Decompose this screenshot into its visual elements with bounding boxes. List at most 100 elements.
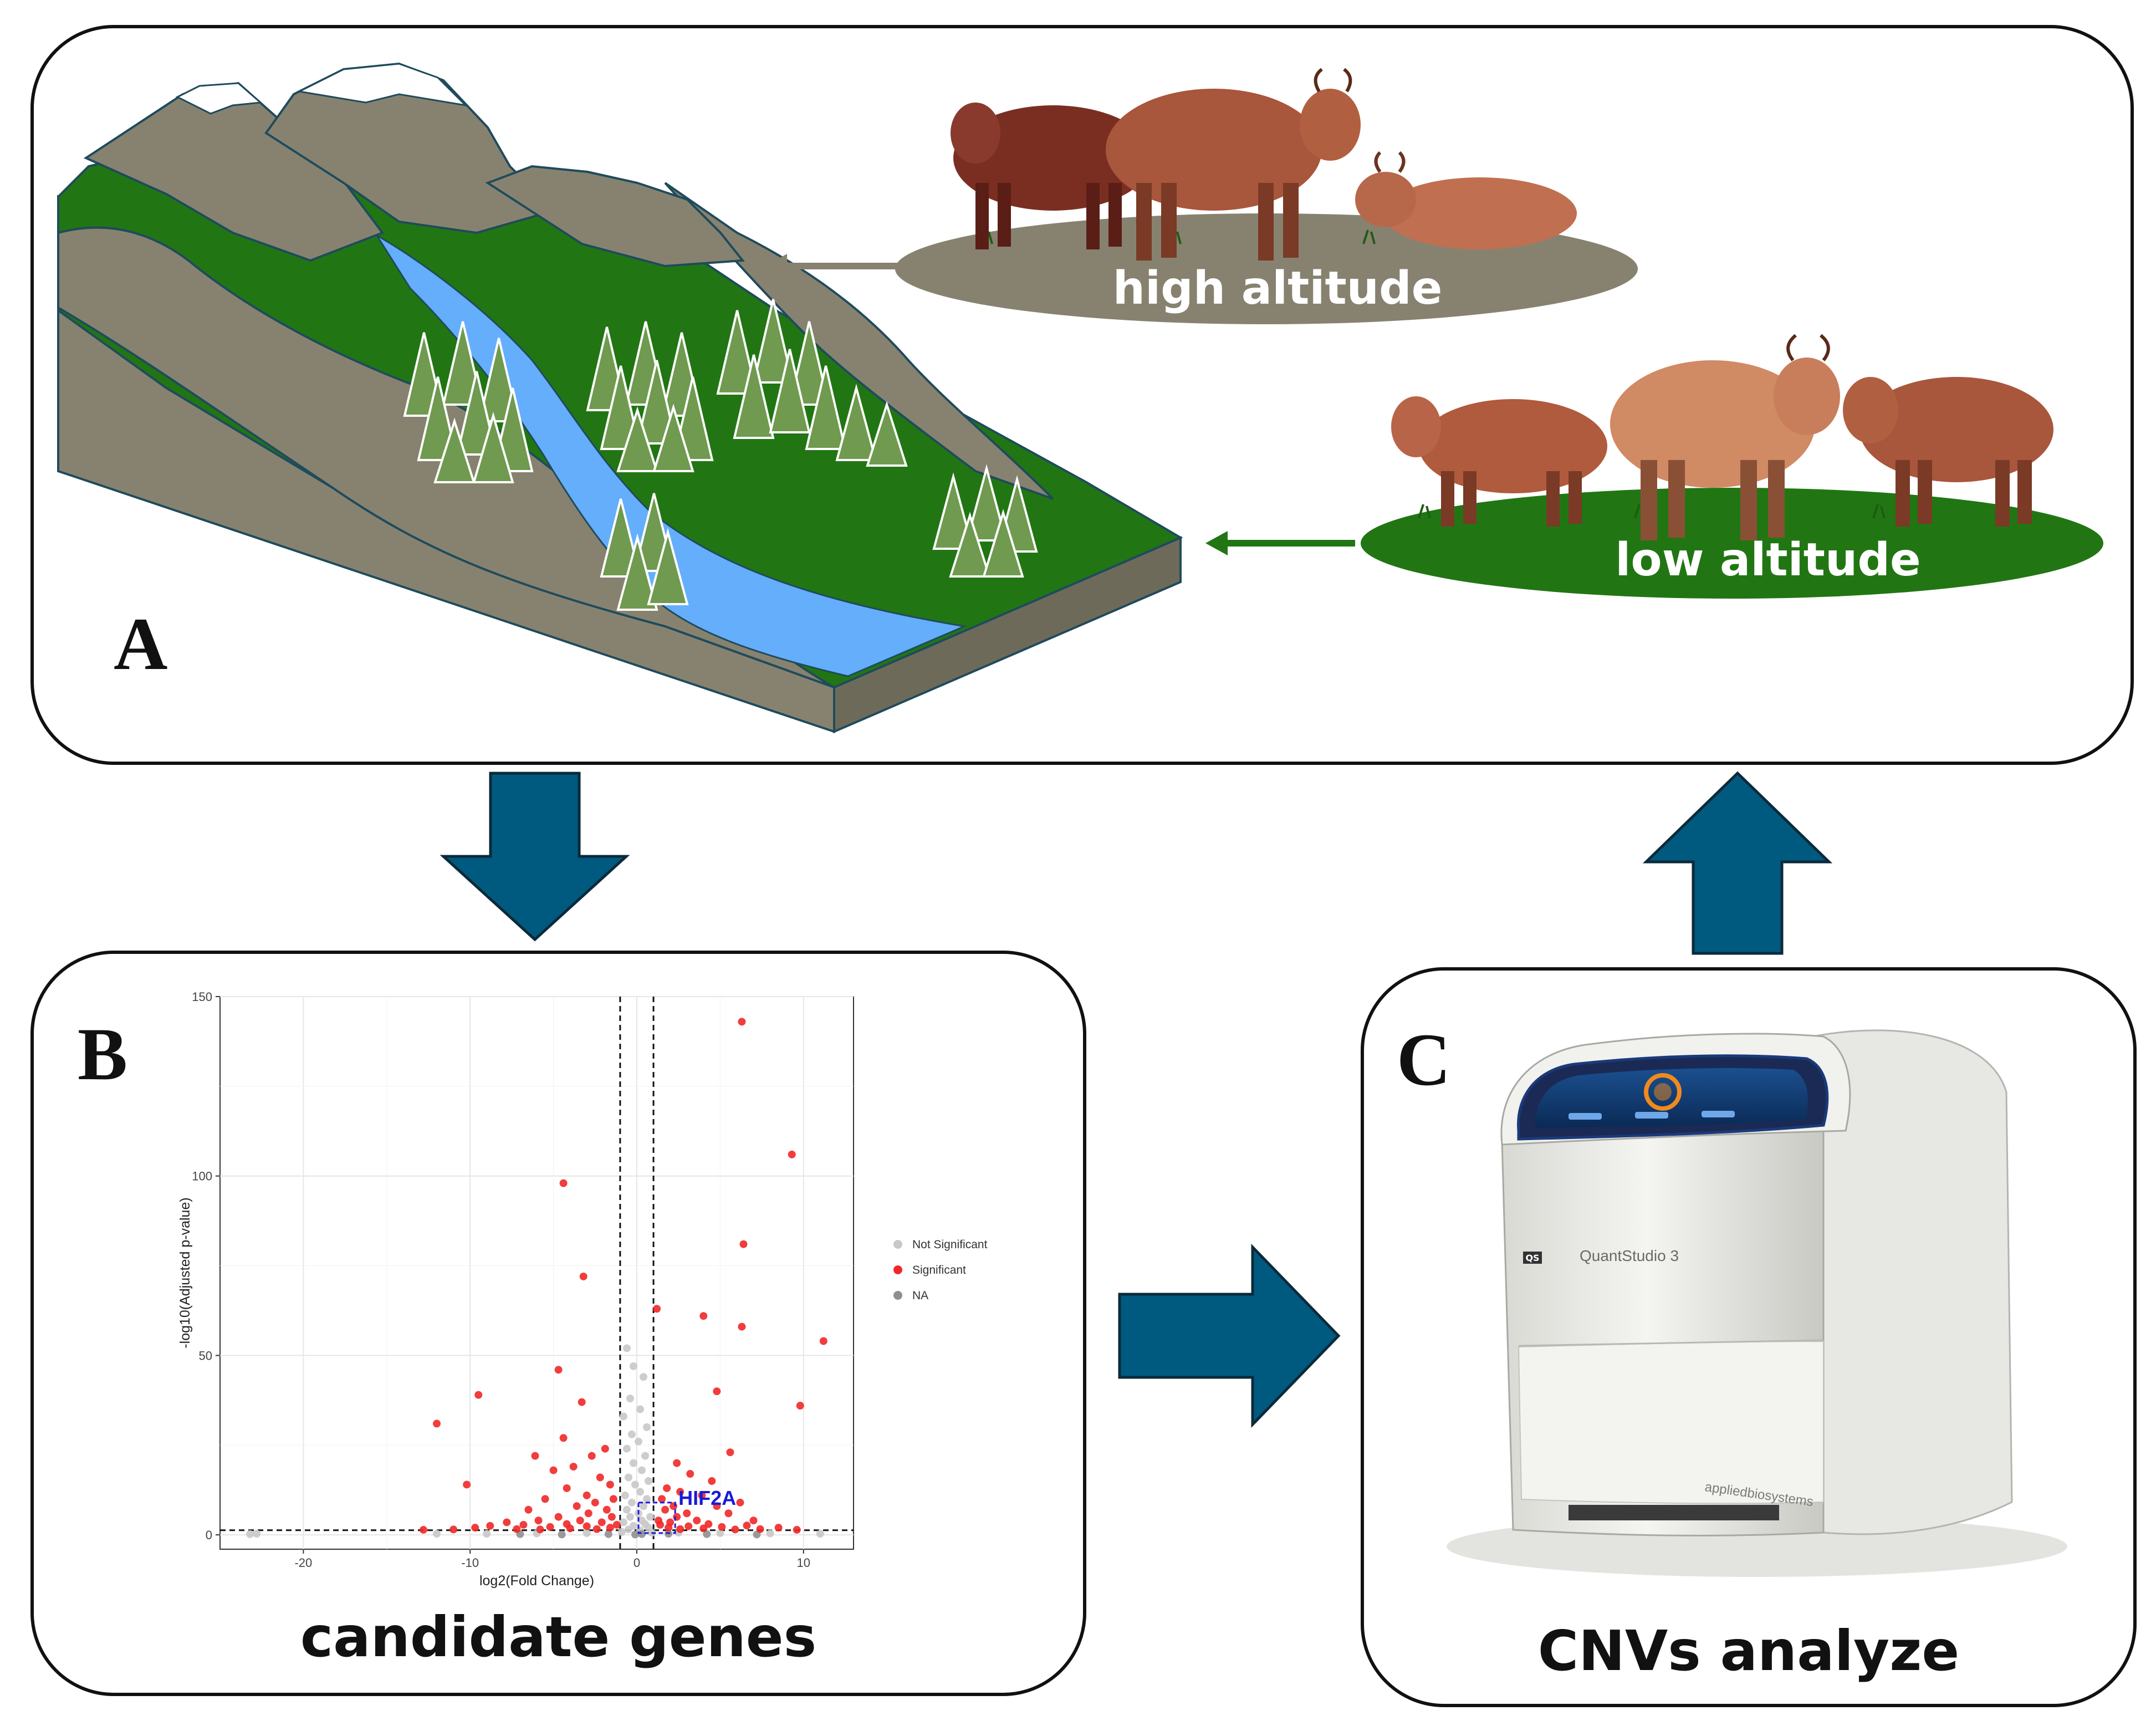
qpcr-instrument: QS QuantStudio 3 appliedbiosystems (1447, 1029, 2067, 1577)
data-point (684, 1522, 693, 1530)
data-point (597, 1518, 606, 1526)
data-point (536, 1525, 544, 1534)
instrument-foot (1569, 1505, 1779, 1520)
data-point (676, 1525, 684, 1533)
data-point (676, 1488, 684, 1496)
cow-icon (1391, 396, 1607, 527)
x-tick-label: 10 (797, 1556, 810, 1570)
instrument-drawer (1518, 1340, 1824, 1504)
data-point (816, 1530, 824, 1538)
touchscreen (1535, 1068, 1808, 1128)
data-point (612, 1520, 621, 1529)
low-altitude-label: low altitude (1615, 534, 1920, 586)
data-point (698, 1491, 706, 1499)
data-point (643, 1423, 651, 1431)
plot-annotation: HIF2A (637, 1487, 736, 1534)
data-point (766, 1529, 774, 1538)
high-altitude-label: high altitude (1113, 262, 1443, 315)
y-tick-label: 150 (192, 990, 212, 1004)
model-label: QuantStudio 3 (1580, 1247, 1679, 1264)
tree-cluster-far-right (932, 464, 1038, 578)
data-point (578, 1398, 586, 1406)
data-point (609, 1495, 617, 1503)
data-point (716, 1529, 724, 1537)
legend-label: NA (912, 1289, 928, 1302)
data-point (738, 1018, 746, 1026)
data-point (463, 1480, 471, 1489)
data-point (246, 1530, 254, 1538)
screen-status-ring (1644, 1073, 1682, 1111)
data-point (433, 1419, 441, 1428)
data-point (587, 1452, 596, 1460)
x-tick-label: -10 (461, 1556, 479, 1570)
instrument-side-body (1811, 1029, 2013, 1535)
panel-b-letter: B (78, 1013, 128, 1096)
data-point (673, 1513, 681, 1521)
tree-cluster-center (586, 321, 714, 472)
low-altitude-cattle (1391, 334, 2053, 540)
data-point (653, 1305, 661, 1313)
data-point (726, 1448, 734, 1457)
panel-b-caption: candidate genes (300, 1605, 817, 1669)
data-point (713, 1387, 721, 1396)
data-point (583, 1529, 591, 1537)
data-point (534, 1516, 543, 1525)
data-point (703, 1530, 711, 1538)
data-point (627, 1430, 636, 1438)
data-point (686, 1470, 694, 1478)
data-point (622, 1444, 631, 1453)
cow-icon (1106, 68, 1361, 261)
hif2a-highlight-box (637, 1502, 676, 1534)
legend-swatch (893, 1265, 902, 1274)
data-point (592, 1525, 601, 1533)
data-point (636, 1488, 644, 1496)
data-point (743, 1521, 751, 1530)
plot-panel (219, 996, 854, 1550)
data-point (683, 1509, 691, 1518)
data-point (713, 1502, 721, 1510)
data-point (602, 1505, 611, 1514)
data-point (645, 1477, 653, 1485)
data-point (819, 1337, 827, 1345)
data-point (624, 1473, 632, 1482)
data-point (513, 1525, 521, 1533)
low-altitude-arrow (1205, 531, 1355, 555)
data-point (663, 1484, 671, 1492)
data-point (739, 1240, 748, 1248)
data-point (559, 1434, 568, 1442)
legend-swatch (893, 1240, 902, 1249)
data-point (606, 1480, 614, 1489)
panel-c-letter: C (1397, 1019, 1451, 1101)
data-point (583, 1522, 591, 1530)
data-point (756, 1525, 764, 1533)
data-point (579, 1272, 587, 1280)
data-point (646, 1513, 655, 1521)
snow-cap-center (297, 63, 468, 107)
panel-c-caption: CNVs analyze (1537, 1618, 1960, 1683)
data-point (607, 1513, 616, 1521)
data-point (637, 1530, 646, 1538)
data-point (699, 1524, 708, 1533)
brand-badge: QS (1525, 1253, 1539, 1263)
y-tick-label: 100 (192, 1170, 212, 1183)
data-point (554, 1366, 563, 1374)
data-point (471, 1524, 479, 1532)
data-point (604, 1530, 612, 1538)
data-point (563, 1484, 571, 1492)
data-point (736, 1498, 744, 1507)
data-point (419, 1526, 427, 1534)
data-point (549, 1466, 558, 1474)
data-point (541, 1495, 549, 1503)
data-point (749, 1516, 758, 1525)
x-axis-label: log2(Fold Change) (479, 1573, 594, 1589)
arrow-up-c-to-a (1642, 771, 1833, 955)
data-point (596, 1473, 604, 1482)
data-point (622, 1505, 631, 1514)
data-point (483, 1530, 491, 1538)
forest (403, 299, 1038, 611)
data-point (619, 1412, 627, 1421)
data-point (636, 1405, 644, 1413)
data-point (584, 1509, 592, 1518)
data-point (738, 1322, 746, 1331)
data-point (661, 1505, 670, 1514)
